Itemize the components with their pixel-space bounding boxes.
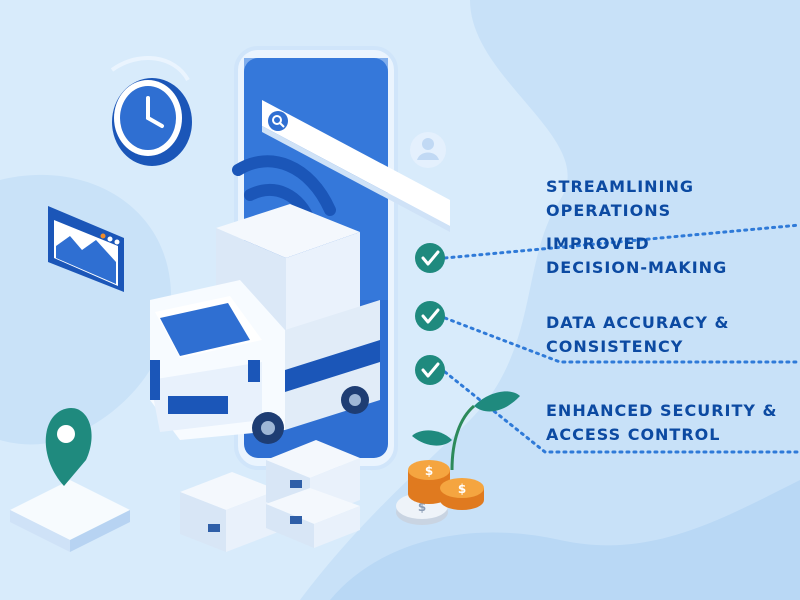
background-blob-left [0, 174, 172, 445]
benefit-label-line: OPERATIONS [546, 201, 672, 220]
coin-icon: $ [408, 460, 450, 504]
checkmark-icon [415, 355, 445, 385]
background-blob-bottom [330, 480, 800, 600]
benefit-label-line: IMPROVED [546, 234, 650, 253]
benefit-label-line: STREAMLINING [546, 177, 695, 196]
box-icon [266, 488, 360, 548]
connector-line-3 [443, 370, 800, 454]
clock-icon [110, 55, 192, 166]
search-icon [268, 111, 288, 131]
svg-text:$: $ [458, 482, 466, 496]
benefit-label-streamlining: STREAMLINING OPERATIONS [546, 175, 694, 223]
benefit-label-security: ENHANCED SECURITY & ACCESS CONTROL [546, 399, 778, 447]
benefit-label-decision-making: IMPROVED DECISION-MAKING [546, 232, 727, 280]
location-pin-icon [10, 408, 130, 552]
search-bar [262, 100, 450, 232]
connector-line-2 [443, 316, 800, 364]
connector-line-1 [443, 223, 800, 260]
truck-icon [150, 280, 380, 444]
chart-window-icon [48, 206, 124, 292]
checkmark-icon [415, 243, 445, 273]
plant-icon [412, 391, 520, 471]
benefit-label-data-accuracy: DATA ACCURACY & CONSISTENCY [546, 311, 729, 359]
benefit-label-line: DATA ACCURACY & [546, 313, 730, 332]
benefit-label-line: ENHANCED SECURITY & [546, 401, 778, 420]
benefit-label-line: CONSISTENCY [546, 337, 684, 356]
benefit-label-line: ACCESS CONTROL [546, 425, 721, 444]
svg-text:$: $ [418, 500, 426, 514]
coin-icon: $ [440, 478, 484, 510]
user-icon [410, 132, 446, 168]
benefit-label-line: DECISION-MAKING [546, 258, 728, 277]
connector-lines [443, 223, 800, 454]
box-icon [180, 472, 278, 552]
background-blob-right [300, 0, 800, 600]
checkmark-icon [415, 301, 445, 331]
svg-text:$: $ [425, 464, 433, 478]
